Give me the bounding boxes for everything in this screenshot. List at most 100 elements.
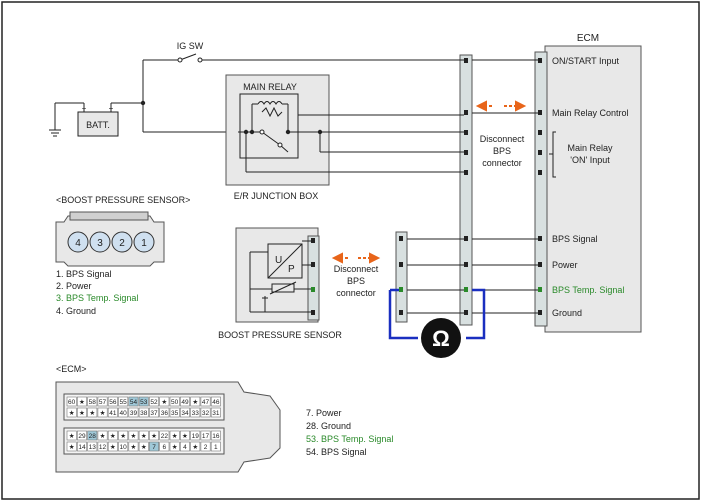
ecm-pin-7: 7. Power — [306, 408, 342, 418]
ecm-pin-number: 19 — [192, 433, 200, 440]
ecm-term-ground: Ground — [552, 308, 582, 318]
ecm-pin-number: 32 — [202, 410, 210, 417]
ecm-pin-number: ★ — [192, 443, 198, 451]
sensor-pin-number: 4 — [75, 238, 81, 249]
ecm-body — [544, 45, 642, 333]
ecm-pin-cell — [138, 407, 149, 418]
ecm-pin-cell — [190, 430, 201, 441]
ecm-pin-cell — [97, 396, 108, 407]
ecm-pin-number: 60 — [68, 399, 76, 406]
ecm-pin-number: 13 — [89, 444, 97, 451]
ecm-pin-cell — [159, 407, 170, 418]
sensor-pin-circle — [89, 231, 111, 253]
ecm-pin-54: 54. BPS Signal — [306, 447, 367, 457]
ohm-icon: Ω — [432, 326, 450, 351]
ecm-pin-number: 52 — [150, 399, 158, 406]
disconnect-label-2b: BPS — [347, 276, 365, 286]
ecm-pin-number: 16 — [212, 433, 220, 440]
sensor-pin-number: 3 — [97, 238, 103, 249]
ecm-connector-strip — [534, 51, 548, 327]
ecm-pin-cell — [118, 441, 129, 452]
ecm-pin-cell — [180, 396, 190, 407]
ohmmeter: Ω — [388, 288, 486, 358]
ecm-pin-number: 28 — [89, 433, 97, 440]
ecm-pin-number: 10 — [120, 444, 128, 451]
ecm-pin-number: 35 — [171, 410, 179, 417]
battery-circuit — [49, 53, 464, 137]
boost-pressure-sensor: U P BOOST PRESSURE SENSOR — [218, 227, 342, 340]
ecm-pin-cell — [200, 407, 211, 418]
ecm-pin-cell — [138, 430, 149, 441]
ecm-pin-number: 4 — [183, 444, 187, 451]
ecm-pin-number: 7 — [152, 444, 156, 451]
ecm-pin-number: 29 — [78, 433, 86, 440]
ecm-pin-number: 58 — [89, 399, 97, 406]
ecm-pin-number: 47 — [202, 399, 210, 406]
ecm-pin-number: 46 — [212, 399, 220, 406]
ecm-pin-number: 12 — [99, 444, 107, 451]
disconnect-arrows-lower — [331, 252, 381, 264]
sensor-pin-number: 2 — [119, 238, 125, 249]
ecm-pin-number: ★ — [161, 398, 167, 406]
ecm-pin-number: ★ — [131, 432, 137, 440]
ecm-box: ECM ON/START Input Main Relay Control Ma… — [534, 33, 642, 333]
ecm-pin-cell — [180, 441, 190, 452]
ecm-pin-cell — [97, 407, 108, 418]
ecm-pin-cell — [138, 441, 149, 452]
ecm-pin-number: 31 — [212, 410, 220, 417]
disconnect-arrows-upper — [475, 100, 527, 112]
junction-box: MAIN RELAY E/R JUNCTION BOX — [225, 74, 464, 201]
ecm-pin-cell — [77, 430, 87, 441]
ecm-pin-cell — [107, 430, 118, 441]
ecm-term-main-relay-control: Main Relay Control — [552, 108, 629, 118]
ecm-brace — [549, 131, 556, 178]
ecm-pin-number: ★ — [79, 398, 85, 406]
ecm-pin-cell — [77, 441, 87, 452]
ecm-pin-number: 6 — [163, 444, 167, 451]
ecm-pin-cell — [149, 407, 159, 418]
ecm-pin-number: 36 — [161, 410, 169, 417]
ecm-pin-number: 22 — [161, 433, 169, 440]
ecm-pin-cell — [87, 441, 98, 452]
disconnect-label-1c: connector — [482, 158, 522, 168]
ecm-pin-cell — [200, 430, 211, 441]
ecm-title: ECM — [577, 33, 599, 44]
svg-text:−: − — [82, 104, 87, 113]
ecm-pin-cell — [210, 441, 221, 452]
ecm-pin-number: ★ — [89, 409, 95, 417]
battery-label: BATT. — [86, 120, 110, 130]
ecm-term-bps-temp: BPS Temp. Signal — [552, 285, 624, 295]
ecm-term-on-start: ON/START Input — [552, 56, 620, 66]
ecm-pin-cell — [169, 430, 180, 441]
ecm-pin-cell — [66, 441, 77, 452]
ecm-pin-number: 55 — [120, 399, 128, 406]
sensor-pin-number: 1 — [141, 238, 147, 249]
ecm-pin-number: 41 — [109, 410, 117, 417]
sensor-pin-circle — [133, 231, 155, 253]
ig-switch-label: IG SW — [177, 41, 204, 51]
ecm-pin-cell — [118, 396, 129, 407]
ecm-pin-cell — [128, 441, 139, 452]
ecm-pin-number: 38 — [140, 410, 148, 417]
ecm-pin-cell — [149, 430, 159, 441]
ecm-pin-cell — [128, 407, 139, 418]
ecm-pin-cell — [66, 430, 77, 441]
ecm-pin-number: 1 — [214, 444, 218, 451]
junction-dot — [140, 100, 146, 106]
ecm-pin-number: 34 — [181, 410, 189, 417]
sensor-pin-1: 1. BPS Signal — [56, 269, 112, 279]
ecm-pin-number: 40 — [120, 410, 128, 417]
sensor-pin-circle — [67, 231, 89, 253]
ecm-pin-number: 37 — [150, 410, 158, 417]
sensor-pin-4: 4. Ground — [56, 306, 96, 316]
ecm-pin-cell — [180, 407, 190, 418]
ecm-pin-number: 39 — [130, 410, 138, 417]
ecm-pin-number: 54 — [130, 399, 138, 406]
disconnect-label-2a: Disconnect — [334, 264, 379, 274]
ecm-pin-cell — [66, 407, 77, 418]
disconnect-label-1b: BPS — [493, 146, 511, 156]
ecm-heading: <ECM> — [56, 364, 87, 374]
ecm-pin-cell — [200, 441, 211, 452]
ecm-pin-cell — [149, 441, 159, 452]
